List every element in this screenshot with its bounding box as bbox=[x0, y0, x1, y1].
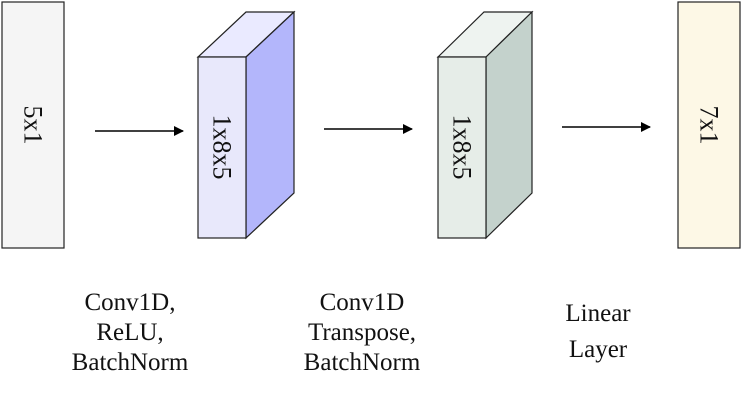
caption-deconv-line-1: Conv1D bbox=[319, 289, 405, 316]
caption-linear-line-1: Linear bbox=[565, 300, 631, 327]
output-block-label: 7x1 bbox=[695, 106, 724, 145]
caption-linear: Linear Layer bbox=[535, 296, 661, 368]
caption-conv: Conv1D, ReLU, BatchNorm bbox=[55, 288, 205, 378]
deconv-block-front bbox=[437, 56, 487, 239]
caption-conv-line-3: BatchNorm bbox=[71, 349, 189, 376]
output-block-face bbox=[677, 1, 741, 249]
input-block-face bbox=[1, 1, 65, 249]
input-block: 5x1 bbox=[1, 1, 65, 249]
conv-block: 1x8x5 bbox=[196, 10, 296, 240]
caption-conv-line-1: Conv1D, bbox=[84, 289, 176, 316]
caption-deconv-line-2: Transpose, bbox=[307, 319, 417, 346]
caption-deconv: Conv1D Transpose, BatchNorm bbox=[287, 288, 437, 378]
conv-block-front bbox=[197, 56, 247, 239]
caption-conv-line-2: ReLU, bbox=[96, 319, 164, 346]
caption-deconv-line-3: BatchNorm bbox=[303, 349, 421, 376]
output-block: 7x1 bbox=[677, 1, 741, 249]
deconv-block: 1x8x5 bbox=[436, 10, 534, 240]
input-block-label: 5x1 bbox=[19, 106, 48, 145]
conv-block-label: 1x8x5 bbox=[208, 115, 237, 180]
caption-linear-line-2: Layer bbox=[568, 336, 628, 363]
deconv-block-label: 1x8x5 bbox=[448, 115, 477, 180]
